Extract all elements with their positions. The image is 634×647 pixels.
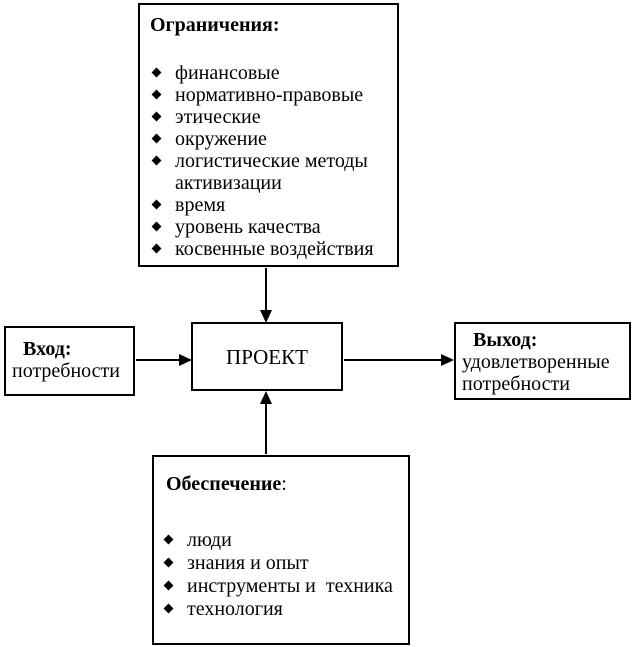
arrow-constraints-to-project <box>260 268 272 323</box>
list-item: нормативно-правовые <box>150 84 389 106</box>
list-item: знания и опыт <box>164 552 400 575</box>
diamond-bullet-icon <box>152 84 175 106</box>
list-item: люди <box>164 529 400 552</box>
list-item-label: логистические методы активизации <box>175 150 373 194</box>
list-item: логистические методы активизации <box>150 150 389 194</box>
list-item: уровень качества <box>150 216 389 238</box>
diamond-bullet-icon <box>152 238 175 260</box>
list-item: косвенные воздействия <box>150 238 389 260</box>
support-box: Обеспечение: люди знания и опыт инструме… <box>152 455 410 645</box>
list-item: время <box>150 194 389 216</box>
list-item-label: финансовые <box>175 62 280 84</box>
arrow-project-to-output <box>344 354 454 366</box>
diamond-bullet-icon <box>152 62 175 84</box>
output-box-title: Выход: <box>473 329 538 351</box>
list-item: этические <box>150 106 389 128</box>
diamond-bullet-icon <box>164 552 187 575</box>
diamond-bullet-icon <box>164 575 187 598</box>
list-item: окружение <box>150 128 389 150</box>
list-item-label: люди <box>187 529 232 551</box>
list-item: технология <box>164 598 400 621</box>
list-item-label: окружение <box>175 128 267 150</box>
list-item-label: нормативно-правовые <box>175 84 364 106</box>
output-box: Выход: удовлетворенные потребности <box>454 322 631 400</box>
diamond-bullet-icon <box>152 150 175 172</box>
list-item-label: время <box>175 194 226 216</box>
support-box-title: Обеспечение: <box>164 473 400 495</box>
list-item: инструменты и техника <box>164 575 400 598</box>
input-box-body: потребности <box>12 360 120 382</box>
list-item-label: технология <box>187 598 283 620</box>
input-box-title: Вход: <box>23 338 72 360</box>
support-list: люди знания и опыт инструменты и техника… <box>164 529 400 621</box>
constraints-list: финансовые нормативно-правовые этические… <box>150 62 389 260</box>
list-item-label: инструменты и техника <box>187 575 393 597</box>
list-item: финансовые <box>150 62 389 84</box>
project-box: ПРОЕКТ <box>191 322 343 391</box>
arrow-input-to-project <box>136 354 192 366</box>
list-item-label: знания и опыт <box>187 552 309 574</box>
support-box-title-colon: : <box>281 473 287 495</box>
diamond-bullet-icon <box>152 216 175 238</box>
list-item-label: уровень качества <box>175 216 321 238</box>
support-box-title-word: Обеспечение <box>166 473 282 495</box>
diamond-bullet-icon <box>152 194 175 216</box>
input-box: Вход: потребности <box>4 326 135 396</box>
list-item-label: косвенные воздействия <box>175 238 374 260</box>
constraints-box-title: Ограничения: <box>150 14 280 36</box>
constraints-box: Ограничения: финансовые нормативно-право… <box>138 3 399 267</box>
diamond-bullet-icon <box>164 529 187 552</box>
diamond-bullet-icon <box>152 106 175 128</box>
diamond-bullet-icon <box>164 598 187 621</box>
diamond-bullet-icon <box>152 128 175 150</box>
arrow-support-to-project <box>260 391 272 454</box>
output-box-body: удовлетворенные потребности <box>462 351 610 395</box>
project-box-label: ПРОЕКТ <box>226 344 308 369</box>
list-item-label: этические <box>175 106 261 128</box>
